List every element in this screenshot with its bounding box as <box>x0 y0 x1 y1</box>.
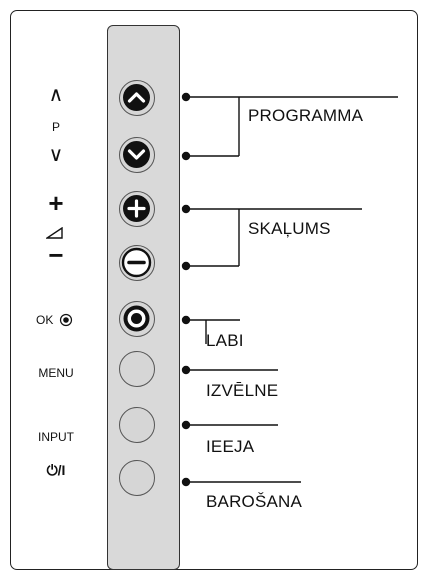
callout-labi: LABI <box>206 331 244 350</box>
chevron-down-icon <box>127 149 146 160</box>
label-volume-plus: + <box>48 188 64 218</box>
program-up-button[interactable] <box>119 80 155 116</box>
label-program-p: P <box>51 120 60 134</box>
callout-izvelne: IZVĒLNE <box>206 381 279 400</box>
plus-icon <box>127 199 146 218</box>
label-program-up: ∧ <box>48 84 64 106</box>
callout-skalums: SKAĻUMS <box>248 219 331 238</box>
volume-icon <box>44 226 64 244</box>
volume-up-button[interactable] <box>119 191 155 227</box>
ok-button[interactable] <box>119 301 155 337</box>
ok-target-icon <box>123 305 150 332</box>
ok-small-icon <box>59 313 73 327</box>
chevron-up-icon <box>127 92 146 103</box>
program-down-button[interactable] <box>119 137 155 173</box>
power-button[interactable] <box>119 460 155 496</box>
menu-button[interactable] <box>119 351 155 387</box>
input-button[interactable] <box>119 407 155 443</box>
volume-down-button[interactable] <box>119 245 155 281</box>
callout-programma: PROGRAMMA <box>248 106 364 125</box>
label-ok-group: OK <box>36 312 86 330</box>
label-program-down: ∨ <box>48 144 64 166</box>
label-power: ⏻/I <box>46 462 66 478</box>
label-volume-minus: − <box>48 240 64 270</box>
callout-ieeja: IEEJA <box>206 437 255 456</box>
label-menu: MENU <box>38 366 74 380</box>
diagram-frame <box>10 10 418 570</box>
label-input: INPUT <box>38 430 74 444</box>
callout-barosana: BAROŠANA <box>206 492 303 511</box>
label-ok: OK <box>36 313 54 327</box>
